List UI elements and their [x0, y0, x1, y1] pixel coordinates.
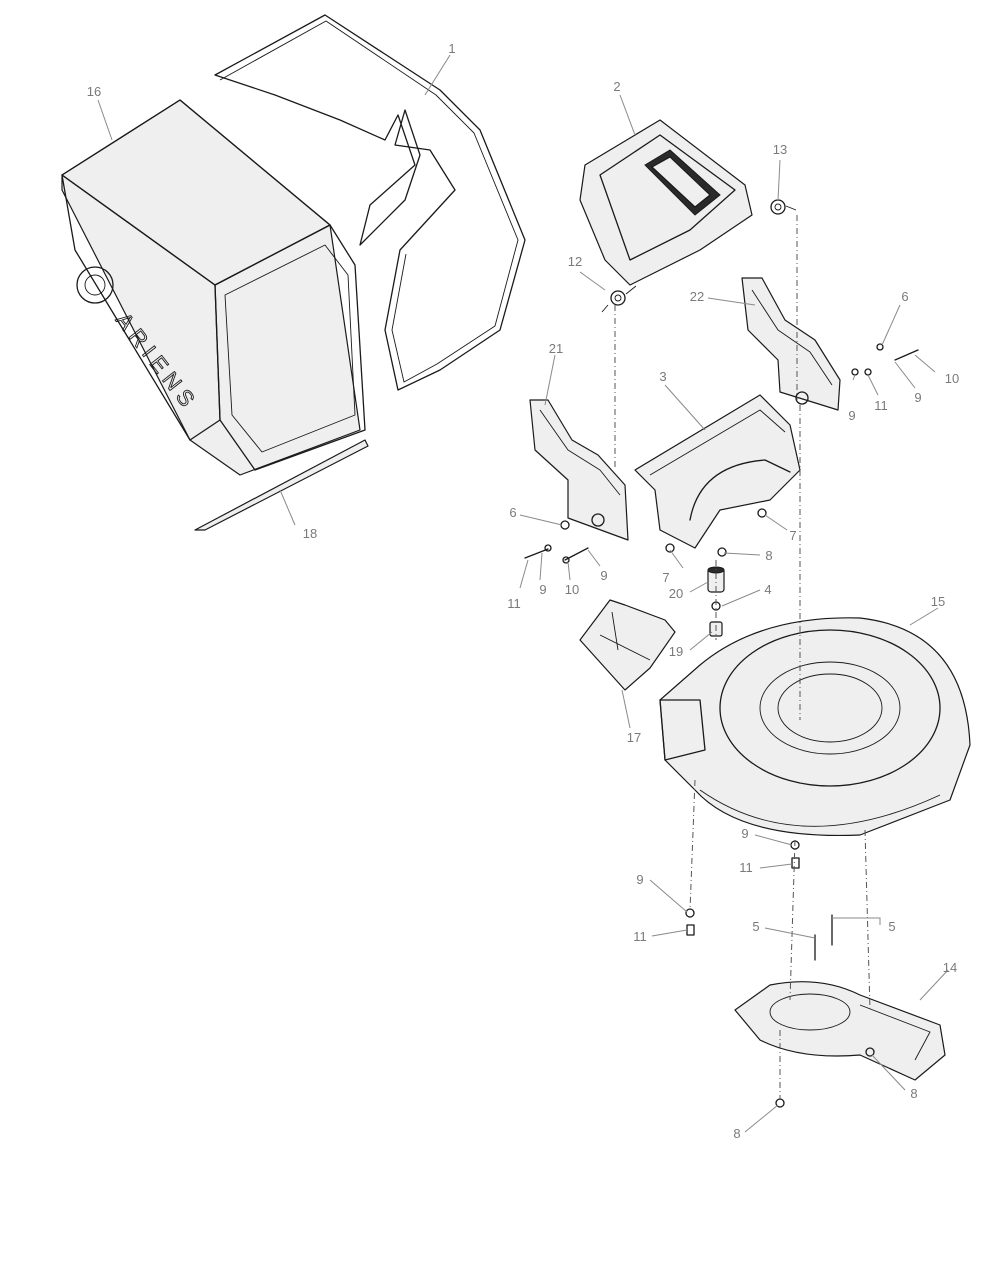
callout-16: 16 [87, 84, 101, 99]
callout-6-right: 6 [901, 289, 908, 304]
callout-7-left: 7 [662, 570, 669, 585]
callout-10-right: 10 [945, 371, 959, 386]
callout-11-left: 11 [507, 596, 521, 611]
callout-13: 13 [773, 142, 787, 157]
part-18-bag-rod [194, 439, 369, 531]
part-1-bag-frame [214, 14, 526, 391]
callout-10-left: 10 [565, 582, 579, 597]
callout-8-baffle: 8 [910, 1086, 917, 1101]
callout-6-left: 6 [509, 505, 516, 520]
callout-2: 2 [613, 79, 620, 94]
callout-labels: 1 16 2 13 12 22 6 10 9 11 9 3 21 6 11 9 … [87, 41, 959, 1141]
callout-7-right: 7 [789, 528, 796, 543]
callout-19: 19 [669, 644, 683, 659]
part-15-mower-deck [659, 617, 971, 837]
callout-9-left-outer: 9 [539, 582, 546, 597]
part-5-pins [814, 914, 833, 961]
part-12-spring [601, 285, 637, 313]
callout-8-bottom: 8 [733, 1126, 740, 1141]
part-13-spring [770, 199, 797, 215]
callout-9-lower: 9 [636, 872, 643, 887]
callout-21: 21 [549, 341, 563, 356]
callout-11-deck: 11 [739, 860, 753, 875]
callout-15: 15 [931, 594, 945, 609]
callout-11-lower: 11 [633, 929, 647, 944]
callout-4: 4 [764, 582, 771, 597]
part-17-chute-flap [579, 599, 676, 691]
part-14-lower-baffle [734, 981, 946, 1081]
callout-20: 20 [669, 586, 683, 601]
callout-9-deck: 9 [741, 826, 748, 841]
part-2-rear-door [579, 119, 753, 286]
callout-5-left: 5 [752, 919, 759, 934]
callout-12: 12 [568, 254, 582, 269]
part-16-grass-bag: ARIENS [61, 99, 366, 476]
callout-14: 14 [943, 960, 957, 975]
assembly-lines [614, 215, 871, 1100]
callout-9-right-outer: 9 [914, 390, 921, 405]
callout-8-chute: 8 [765, 548, 772, 563]
callout-3: 3 [659, 369, 666, 384]
callout-9-right-inner: 9 [848, 408, 855, 423]
callout-9-left-inner: 9 [600, 568, 607, 583]
part-21-left-bracket [529, 399, 629, 541]
leader-lines [97, 54, 949, 1133]
callout-1: 1 [448, 41, 455, 56]
callout-18: 18 [303, 526, 317, 541]
callout-22: 22 [690, 289, 704, 304]
part-3-discharge-chute [634, 394, 801, 549]
callout-5-right: 5 [888, 919, 895, 934]
callout-17: 17 [627, 730, 641, 745]
part-22-right-bracket [741, 277, 841, 411]
callout-11-right: 11 [874, 398, 888, 413]
